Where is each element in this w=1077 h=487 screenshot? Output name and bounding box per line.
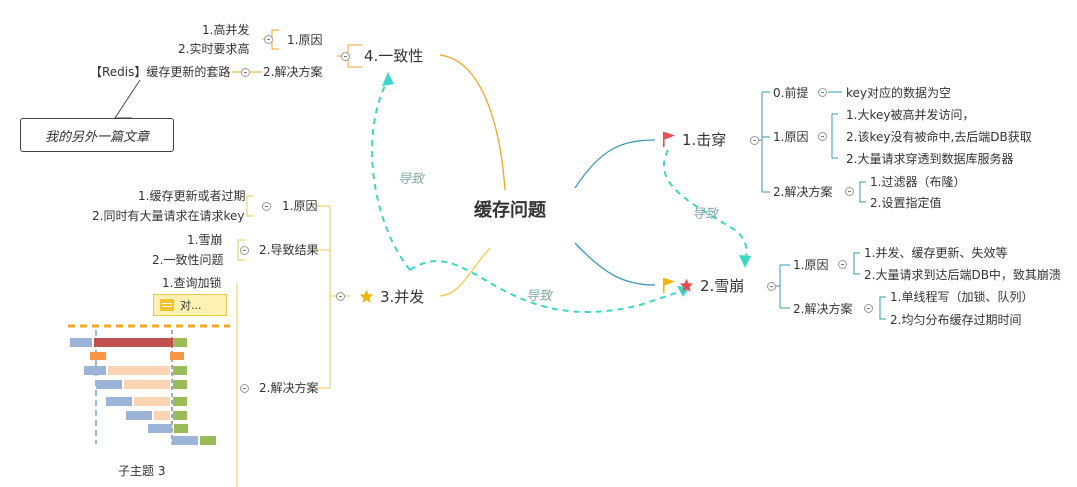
penetration-solution-2[interactable]: 2.设置指定值 — [870, 196, 942, 210]
avalanche-reason-1[interactable]: 1.并发、缓存更新、失效等 — [864, 246, 1008, 260]
concurrency-reason-1[interactable]: 1.缓存更新或者过期 — [138, 189, 246, 203]
relation-label[interactable]: 导致 — [692, 207, 719, 222]
collapse-icon[interactable] — [767, 282, 776, 291]
avalanche-solution-2[interactable]: 2.均匀分布缓存过期时间 — [890, 313, 1022, 327]
consistency-reason-label[interactable]: 1.原因 — [287, 33, 323, 47]
consistency-solution[interactable]: 【Redis】缓存更新的套路 — [90, 65, 231, 79]
star-icon — [359, 289, 374, 303]
collapse-icon[interactable] — [838, 260, 847, 269]
topic-penetration-label: 1.击穿 — [682, 131, 727, 149]
penetration-solution-label[interactable]: 2.解决方案 — [773, 185, 833, 199]
link-center-consistency — [439, 54, 506, 191]
collapse-icon[interactable] — [240, 246, 249, 255]
concurrency-result-2[interactable]: 2.一致性问题 — [152, 253, 224, 267]
avalanche-solution-1[interactable]: 1.单线程写（加锁、队列） — [890, 290, 1034, 304]
link-center-avalanche — [574, 242, 656, 286]
relation-label[interactable]: 导致 — [398, 172, 425, 187]
penetration-reason-3[interactable]: 2.大量请求穿透到数据库服务器 — [846, 152, 1014, 166]
relation-label[interactable]: 导致 — [526, 289, 553, 304]
penetration-solution-1[interactable]: 1.过滤器（布隆） — [870, 175, 966, 189]
avalanche-reason-2[interactable]: 2.大量请求到达后端DB中，致其崩溃 — [864, 268, 1061, 282]
collapse-icon[interactable] — [264, 35, 273, 44]
penetration-reason-label[interactable]: 1.原因 — [773, 130, 809, 144]
penetration-premise-label[interactable]: 0.前提 — [773, 86, 809, 100]
embedded-gantt-image — [68, 324, 230, 445]
consistency-solution-label[interactable]: 2.解决方案 — [263, 65, 323, 79]
collapse-icon[interactable] — [864, 304, 873, 313]
penetration-reason-2[interactable]: 2.该key没有被命中,去后端DB获取 — [846, 130, 1032, 144]
topic-penetration[interactable]: 1.击穿 — [662, 131, 726, 149]
central-topic[interactable]: 缓存问题 — [474, 200, 546, 221]
collapse-icon[interactable] — [336, 292, 345, 301]
topic-avalanche[interactable]: 2.雪崩 — [662, 277, 744, 295]
collapse-icon[interactable] — [818, 88, 827, 97]
note-sticky[interactable]: 对... — [153, 294, 227, 316]
collapse-icon[interactable] — [341, 52, 350, 61]
link-center-penetration — [574, 139, 656, 189]
consistency-reason-2[interactable]: 2.实时要求高 — [178, 42, 250, 56]
yellow-flag-icon — [663, 278, 675, 293]
concurrency-result-1[interactable]: 1.雪崩 — [187, 233, 223, 247]
callout-article[interactable]: 我的另外一篇文章 — [20, 118, 174, 152]
avalanche-reason-label[interactable]: 1.原因 — [793, 258, 829, 272]
red-flag-icon — [663, 132, 675, 147]
topic-concurrency-label: 3.并发 — [380, 288, 425, 306]
collapse-icon[interactable] — [845, 187, 854, 196]
avalanche-solution-label[interactable]: 2.解决方案 — [793, 302, 853, 316]
note-icon — [160, 299, 174, 311]
red-star-icon — [679, 278, 694, 292]
relation-penetration-avalanche — [662, 149, 748, 263]
link-center-concurrency — [439, 247, 491, 297]
collapse-icon[interactable] — [241, 68, 250, 77]
topic-concurrency[interactable]: 3.并发 — [359, 288, 424, 306]
collapse-icon[interactable] — [818, 132, 827, 141]
penetration-premise[interactable]: key对应的数据为空 — [846, 86, 952, 100]
relation-concurrency-consistency — [371, 79, 411, 271]
penetration-reason-1[interactable]: 1.大key被高并发访问， — [846, 108, 975, 122]
subtopic-3[interactable]: 子主题 3 — [118, 464, 166, 478]
topic-avalanche-label: 2.雪崩 — [700, 277, 745, 295]
concurrency-result-label[interactable]: 2.导致结果 — [259, 243, 319, 257]
consistency-reason-1[interactable]: 1.高并发 — [202, 23, 250, 37]
note-text: 对... — [180, 299, 202, 312]
relation-concurrency-avalanche — [409, 260, 686, 313]
concurrency-reason-2[interactable]: 2.同时有大量请求在请求key — [92, 209, 245, 223]
collapse-icon[interactable] — [240, 384, 249, 393]
topic-consistency[interactable]: 4.一致性 — [364, 47, 424, 65]
collapse-icon[interactable] — [750, 136, 759, 145]
concurrency-reason-label[interactable]: 1.原因 — [282, 199, 318, 213]
concurrency-solution-1[interactable]: 1.查询加锁 — [162, 276, 222, 290]
collapse-icon[interactable] — [262, 202, 271, 211]
concurrency-solution-label[interactable]: 2.解决方案 — [259, 381, 319, 395]
